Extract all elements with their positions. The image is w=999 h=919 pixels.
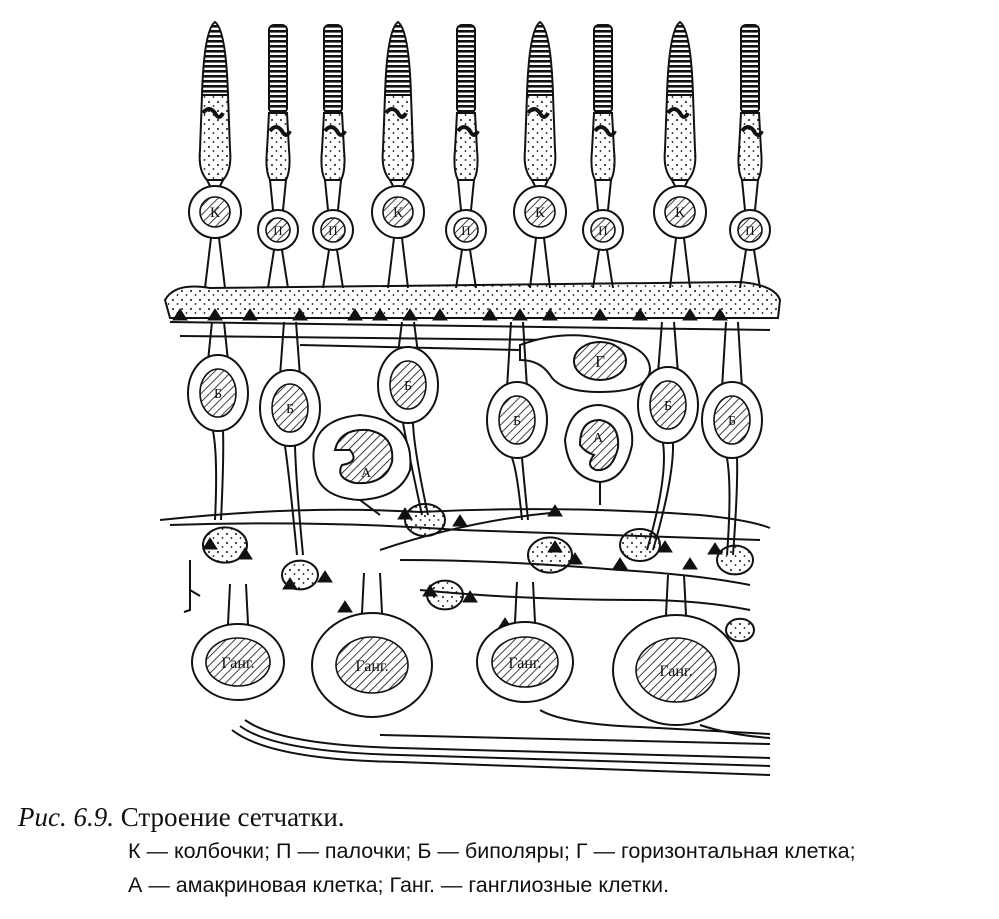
synaptic-terminal [317,570,333,583]
bipolar-label: Б [214,387,222,402]
synaptic-terminal [372,308,388,321]
bipolar-label: Б [513,414,521,429]
rod-label: П [273,223,282,238]
synaptic-cluster [202,526,248,564]
retina-diagram: К П П К П К П К П Г Б Б Б Б Б Б А А Ганг. Ганг. [159,20,782,776]
bipolar-cell: Б [187,321,249,521]
rod-cell: П [312,24,354,289]
figure-caption: Рис. 6.9. Строение сетчатки. К — колбочк… [18,800,988,902]
horizontal-cell-label: Г [595,352,605,371]
rod-label: П [461,223,470,238]
synapse-clusters [172,308,755,643]
synaptic-cluster [619,528,661,562]
synaptic-cluster [527,536,573,574]
bipolar-label: Б [664,399,672,414]
synaptic-terminal [402,308,418,321]
horizontal-cell: Г [519,334,652,394]
synaptic-terminal [452,514,468,527]
ganglion-label: Ганг. [659,663,692,680]
synaptic-terminal [657,540,673,553]
synaptic-terminal [567,552,583,565]
ganglion-layer: Ганг. Ганг. Ганг. Ганг. [191,572,740,726]
synaptic-terminal [612,557,628,570]
synaptic-terminal [207,308,223,321]
synaptic-cluster [404,503,446,537]
synaptic-terminal [347,308,363,321]
bipolar-cell: Б [377,321,439,516]
ganglion-label: Ганг. [221,655,254,672]
synaptic-terminal [547,504,563,517]
rod-cell: П [582,24,624,289]
synaptic-terminal [547,540,563,553]
figure-title: Строение сетчатки. [120,802,345,832]
cone-cell: К [188,20,242,289]
amacrine-cell-right: А [563,403,634,505]
rod-cell: П [445,24,487,289]
synaptic-terminal [542,308,558,321]
synaptic-terminal [707,542,723,555]
synaptic-terminal [292,308,308,321]
synaptic-terminal [482,308,498,321]
cone-label: К [675,205,686,221]
photoreceptor-layer: К П П К П К П К П [188,20,771,289]
caption-title-line: Рис. 6.9. Строение сетчатки. [18,800,988,834]
ganglion-cell: Ганг. [476,581,574,703]
synaptic-terminal [282,577,298,590]
bipolar-layer: Б Б Б Б Б Б [187,321,763,556]
bipolar-label: Б [404,379,412,394]
synaptic-terminal [682,557,698,570]
cone-label: К [393,205,404,221]
ganglion-cell: Ганг. [612,574,740,726]
outer-plexiform-layer [163,280,782,361]
bipolar-cell: Б [259,321,321,556]
rod-label: П [598,223,607,238]
synaptic-terminal [592,308,608,321]
rod-label: П [328,223,337,238]
bipolar-label: Б [286,402,294,417]
amacrine-cell-left: А [312,413,412,516]
cone-cell: К [371,20,425,289]
inner-plexiform-layer [159,508,771,613]
synaptic-terminal [682,308,698,321]
synaptic-terminal [172,308,188,321]
synaptic-terminal [462,590,478,603]
synaptic-terminal [397,507,413,520]
synaptic-terminal [202,537,218,550]
ganglion-cell: Ганг. [311,572,433,718]
ganglion-label: Ганг. [355,658,388,675]
legend-line-1: К — колбочки; П — палочки; Б — биполяры;… [128,839,856,863]
synaptic-terminal [237,547,253,560]
synaptic-terminal [432,308,448,321]
amacrine-label: А [361,466,372,481]
synaptic-terminal [337,600,353,613]
cone-cell: К [653,20,707,289]
ganglion-label: Ганг. [508,655,541,672]
ganglion-cell: Ганг. [191,583,285,701]
bipolar-cell: Б [486,321,548,521]
amacrine-label: А [593,431,604,446]
legend-line-2: А — амакриновая клетка; Ганг. — ганглиоз… [128,873,670,897]
bipolar-cell: Б [637,321,699,551]
synaptic-cluster [716,544,754,576]
synaptic-terminal [512,308,528,321]
rod-cell: П [729,24,771,289]
synaptic-terminal [242,308,258,321]
synaptic-terminal [422,584,438,597]
cone-cell: К [513,20,567,289]
bipolar-cell: Б [701,321,763,556]
figure-number: Рис. 6.9. [18,802,114,832]
cone-label: К [210,205,221,221]
synaptic-cluster [725,617,755,643]
rod-cell: П [257,24,299,289]
synaptic-terminal [632,308,648,321]
rod-label: П [745,223,754,238]
optic-nerve-fibres [231,709,771,776]
bipolar-label: Б [728,414,736,429]
synaptic-terminal [712,308,728,321]
cone-label: К [535,205,546,221]
